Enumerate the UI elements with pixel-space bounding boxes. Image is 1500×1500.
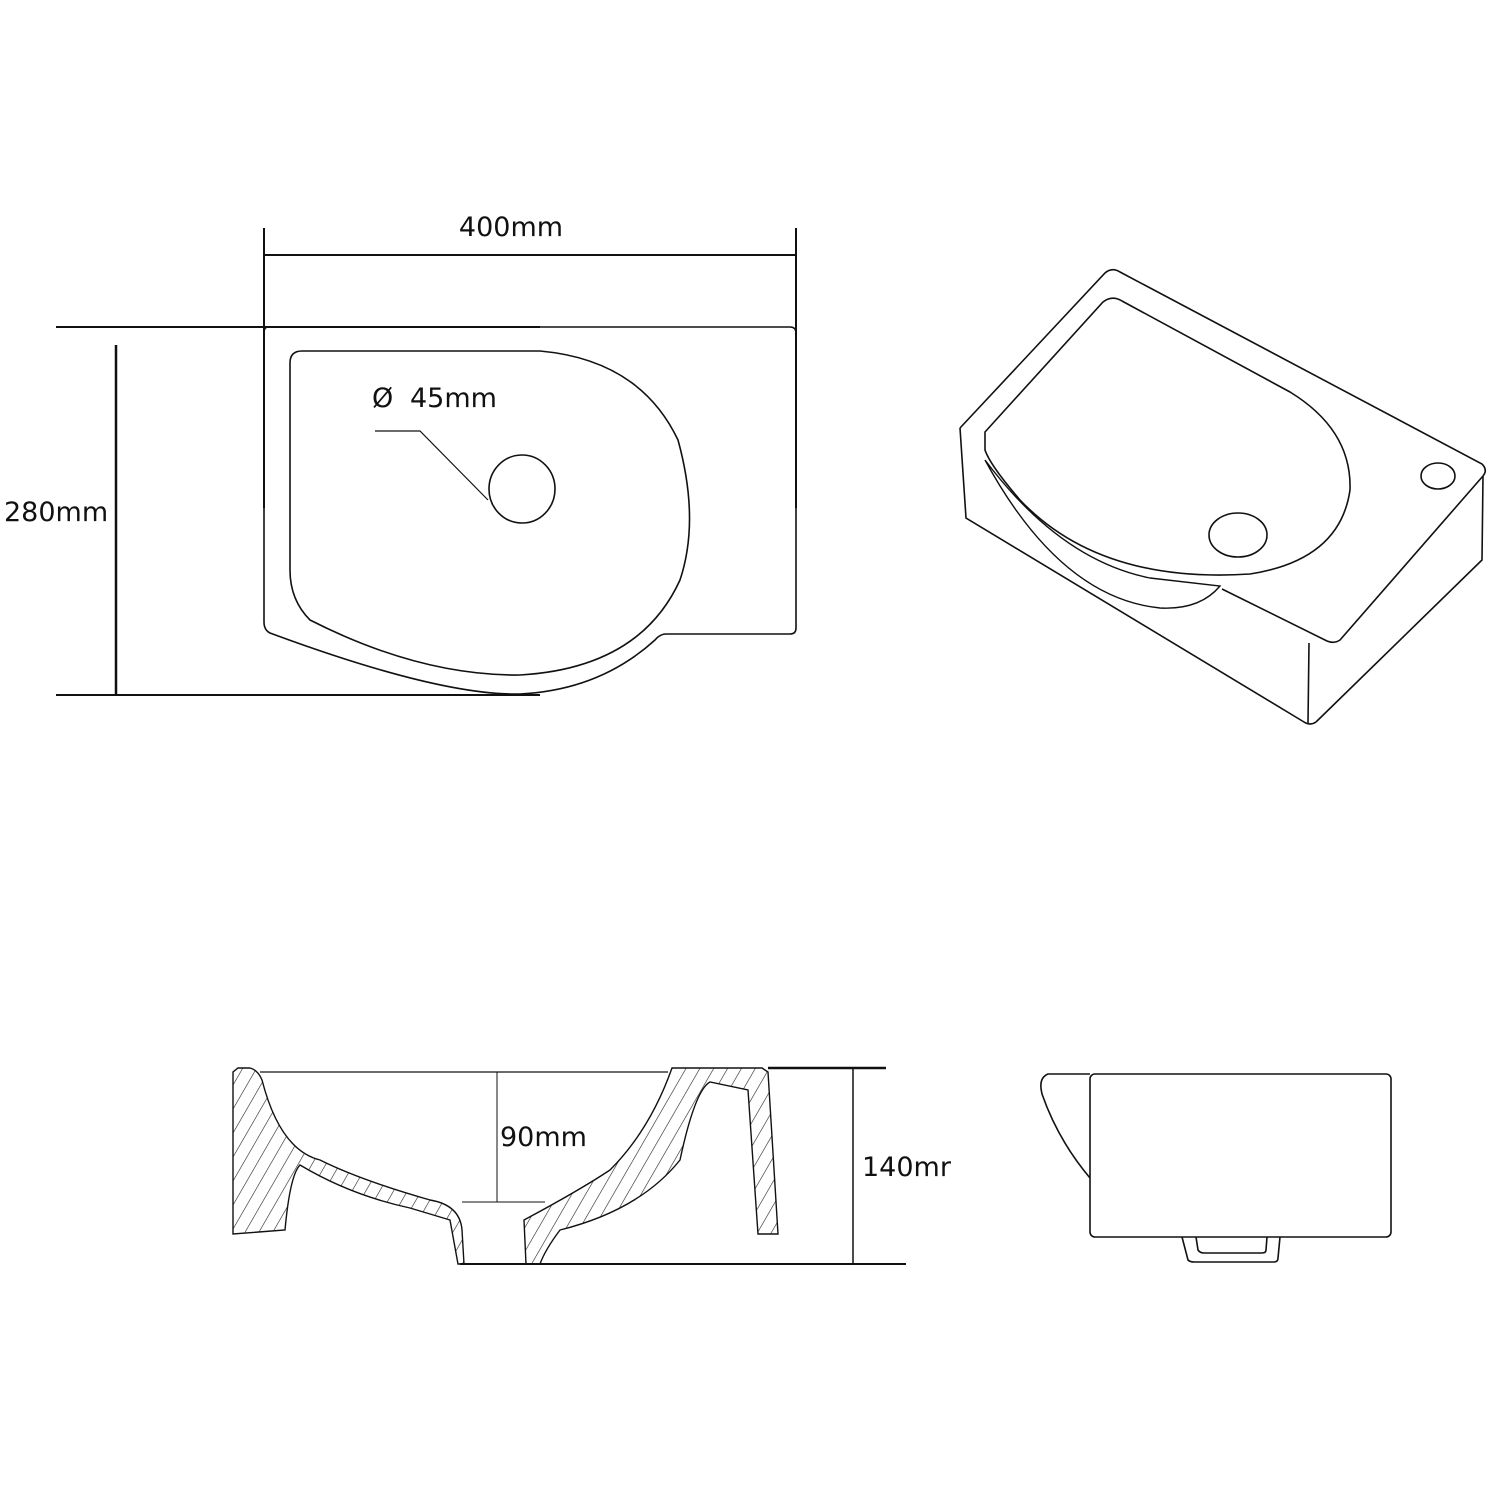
iso-bowl [984, 297, 1351, 576]
iso-bowl-front [984, 459, 1222, 609]
basin-outline [263, 326, 797, 695]
section-view: 90mm 140mr [232, 1066, 952, 1265]
iso-top-face [959, 268, 1487, 644]
iso-drain [1208, 512, 1268, 558]
drain-hole [488, 454, 556, 524]
section-left-wall [232, 1067, 465, 1265]
drain-diameter-symbol: Ø [372, 383, 393, 414]
section-right-wall [523, 1067, 779, 1265]
width-label: 400mm [459, 212, 563, 243]
side-view [1040, 1073, 1392, 1263]
drain-leader [375, 430, 489, 501]
side-body [1089, 1073, 1392, 1238]
bowl-depth-label: 90mm [500, 1122, 587, 1153]
depth-label: 280mm [4, 497, 108, 528]
iso-front-left [959, 427, 1317, 725]
height-label: 140mr [862, 1152, 952, 1183]
top-view: 400mm 280mm Ø 45mm [4, 212, 797, 696]
side-drain-outer [1181, 1236, 1281, 1263]
drain-label: 45mm [410, 383, 497, 414]
iso-tap-hole [1420, 462, 1456, 490]
bowl-outline [289, 350, 691, 676]
iso-front-right [1315, 475, 1484, 723]
side-lip [1040, 1073, 1091, 1179]
iso-edge [1307, 642, 1310, 724]
isometric-view [959, 268, 1487, 725]
side-drain-inner [1195, 1236, 1268, 1254]
